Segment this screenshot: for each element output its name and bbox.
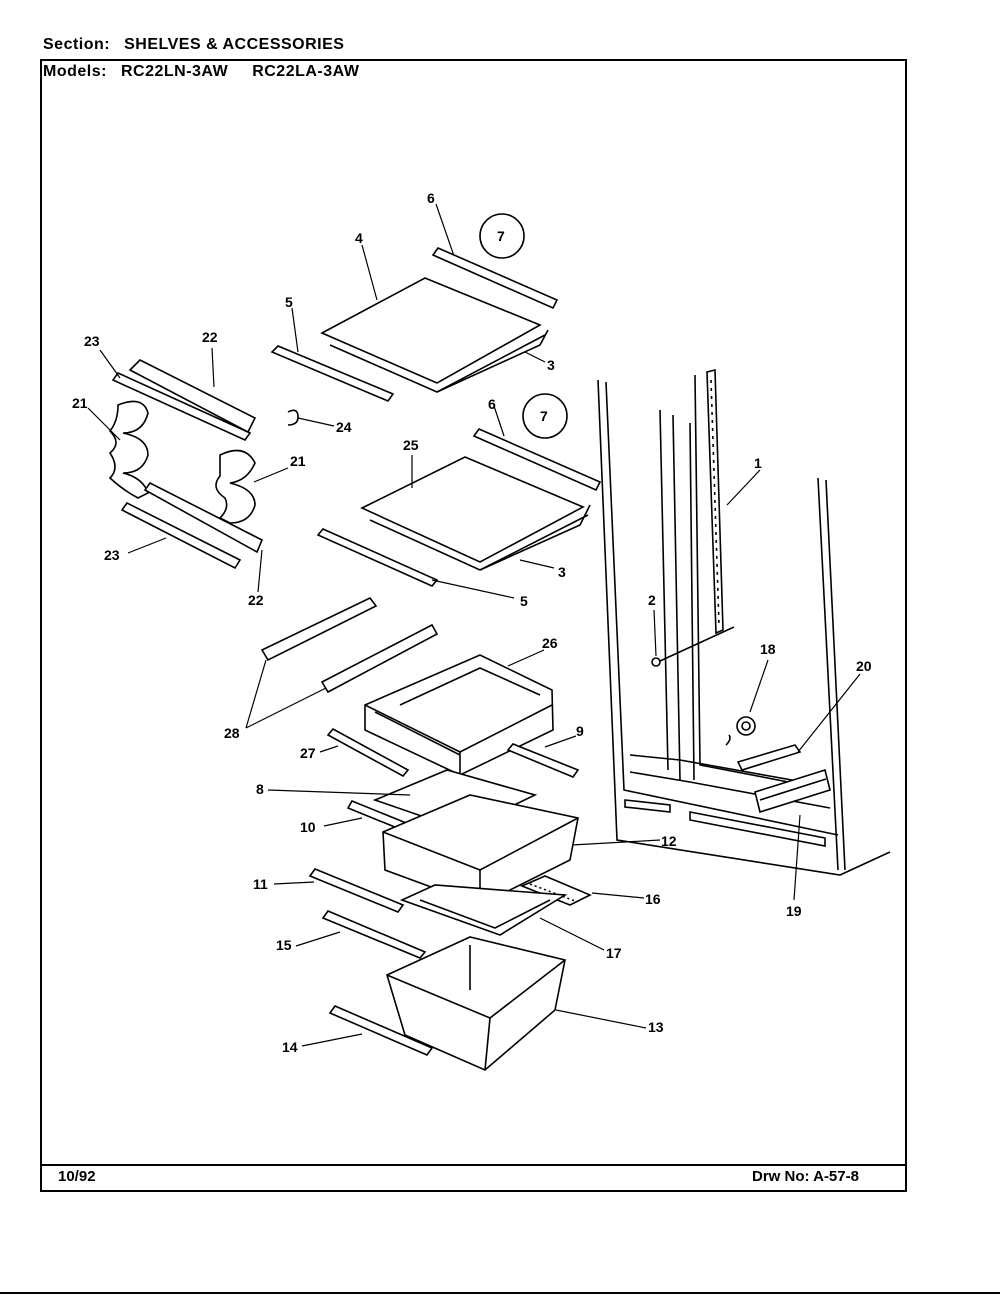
part-17-crisper-cover-frame [399, 884, 568, 936]
model-2: RC22LA-3AW [252, 63, 360, 80]
callout-23-lower: 23 [104, 547, 120, 563]
section-header: Section: SHELVES & ACCESSORIES [43, 36, 344, 54]
page-bottom-rule [0, 1292, 1000, 1294]
part-11-crisper-rail [308, 868, 405, 913]
part-25-middle-shelf [360, 456, 591, 571]
part-6-middle-trim [472, 428, 602, 492]
part-26-meat-drawer [364, 654, 554, 776]
callout-3-middle: 3 [558, 564, 566, 580]
part-23-lower-trim [120, 501, 242, 570]
part-21-right-support [215, 449, 256, 524]
callout-15: 15 [276, 937, 292, 953]
part-28-drawer-slide-left [260, 596, 378, 662]
part-6-upper-trim [431, 247, 559, 310]
callout-6-upper: 6 [427, 190, 435, 206]
part-22-lower-bracket [143, 481, 264, 554]
callout-28: 28 [224, 725, 240, 741]
callout-9: 9 [576, 723, 584, 739]
part-27-drawer-rail [326, 727, 410, 778]
callout-27: 27 [300, 745, 316, 761]
part-23-upper-trim [111, 371, 252, 442]
part-15-pan-rail [321, 910, 427, 959]
part-2-screw [651, 626, 735, 667]
callout-13: 13 [648, 1019, 664, 1035]
part-13-bottom-pan [386, 936, 566, 1071]
models-header: Models: RC22LN-3AW RC22LA-3AW [43, 63, 383, 81]
callout-18: 18 [760, 641, 776, 657]
callout-22-upper: 22 [202, 329, 218, 345]
callout-24: 24 [336, 419, 352, 435]
callout-5-middle: 5 [520, 593, 528, 609]
callout-circle-7-upper [479, 213, 525, 259]
part-20-cover [736, 744, 802, 771]
part-5-middle-rail [316, 528, 439, 587]
footer-date: 10/92 [58, 1168, 96, 1185]
part-18-knob [725, 716, 756, 746]
section-value: SHELVES & ACCESSORIES [124, 36, 345, 53]
callout-7-middle: 7 [540, 408, 548, 424]
cabinet-liner [597, 374, 891, 876]
callout-22-lower: 22 [248, 592, 264, 608]
callout-8: 8 [256, 781, 264, 797]
callout-4: 4 [355, 230, 363, 246]
part-12-crisper-pan [382, 794, 579, 906]
leader-lines [87, 203, 861, 1047]
callout-14: 14 [282, 1039, 298, 1055]
section-label: Section: [43, 36, 111, 53]
part-5-upper-rail [270, 345, 395, 402]
part-19-bracket [754, 768, 831, 814]
callout-12: 12 [661, 833, 677, 849]
callout-1: 1 [754, 455, 762, 471]
part-24-clip [287, 409, 299, 426]
callout-10: 10 [300, 819, 316, 835]
callout-19: 19 [786, 903, 802, 919]
callout-7-upper: 7 [497, 228, 505, 244]
callout-26: 26 [542, 635, 558, 651]
footer-rule [40, 1164, 907, 1166]
models-label: Models: [43, 63, 107, 80]
part-22-upper-bracket [128, 359, 257, 434]
callout-circle-7-middle [522, 393, 568, 439]
callout-21-left: 21 [72, 395, 88, 411]
callout-17: 17 [606, 945, 622, 961]
callout-11: 11 [253, 876, 268, 892]
callout-21-right: 21 [290, 453, 306, 469]
drawing-frame [40, 59, 907, 1192]
callout-25: 25 [403, 437, 419, 453]
callout-5-upper: 5 [285, 294, 293, 310]
part-9-drawer-rail [506, 743, 580, 778]
part-21-left-support [108, 400, 149, 499]
model-1: RC22LN-3AW [120, 63, 229, 80]
callout-16: 16 [645, 891, 661, 907]
part-4-upper-shelf [320, 277, 549, 393]
callout-20: 20 [856, 658, 872, 674]
callout-2: 2 [648, 592, 656, 608]
callout-6-middle: 6 [488, 396, 496, 412]
footer-drawing-number: Drw No: A-57-8 [752, 1168, 859, 1185]
part-14-pan-rail [328, 1005, 434, 1056]
callout-labels: 6 7 4 5 3 23 22 21 24 6 7 25 21 3 5 23 2… [72, 190, 872, 1055]
callout-23-upper: 23 [84, 333, 100, 349]
part-1-shelf-ladder [706, 368, 724, 635]
callout-3-upper: 3 [547, 357, 555, 373]
